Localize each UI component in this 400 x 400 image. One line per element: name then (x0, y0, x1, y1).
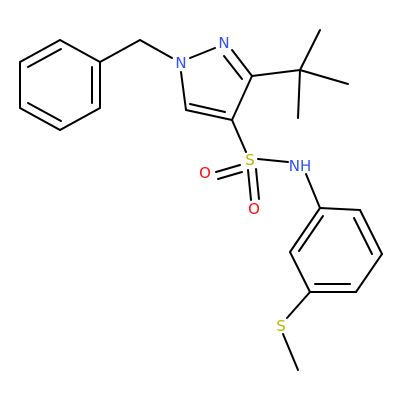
bond-c4-c5 (185, 109, 233, 121)
bond-aryl-ring-5 (289, 251, 311, 293)
bond-c4-c5-inner (189, 103, 226, 113)
bond-tbu-me-bottom (297, 69, 301, 119)
bond-c3-c4 (231, 75, 253, 121)
atom-oxygen-bottom-label: O (248, 200, 260, 218)
bond-benzyl-ring-1 (59, 39, 101, 63)
bond-s-o-bottom-b (255, 168, 260, 200)
bond-aryl-ring-1 (319, 207, 361, 211)
atom-thioether-s-label: S (276, 317, 286, 335)
bond-aryl-ring-6 (289, 207, 321, 253)
atom-label-layer: N N S O O NH S (175, 34, 311, 335)
bond-s-o-left-b (217, 171, 243, 180)
bond-benzyl-ring-2-inner (27, 48, 62, 68)
bond-n1-n2 (189, 47, 216, 59)
bond-ch2-n1 (139, 39, 173, 59)
bond-n2-c3-inner (223, 55, 243, 80)
atom-sulfonyl-s-label: S (245, 151, 255, 169)
bond-aryl-ring-3 (355, 253, 383, 293)
atom-n2-label: N (218, 34, 229, 52)
bond-benzyl-ring-5 (59, 107, 101, 131)
bond-benzyl-ring-4-inner (27, 102, 62, 122)
bond-s-methyl (282, 333, 299, 371)
bond-s-nh (257, 158, 289, 163)
bond-benzyl-ring-2 (19, 39, 61, 63)
atom-n1-label: N (175, 54, 186, 72)
bond-ring-ch2 (99, 39, 141, 63)
bond-aryl-ring-2 (359, 209, 383, 255)
bond-tbu-me-top (299, 29, 321, 71)
bond-nh-aryl (305, 173, 321, 209)
bond-c4-s (231, 119, 247, 153)
bond-aryl-ring-2-inner (353, 217, 373, 255)
atom-nh-label: NH (289, 157, 312, 175)
bond-s-o-left-a (215, 164, 241, 173)
bond-c3-tbu (251, 69, 301, 77)
bond-aryl-s (286, 291, 311, 319)
bond-layer (19, 29, 383, 371)
bond-tbu-me-right (299, 69, 349, 85)
bond-benzyl-ring-4 (19, 107, 61, 131)
atom-oxygen-left-label: O (199, 164, 211, 182)
bond-c5-n1 (180, 71, 187, 111)
bond-aryl-ring-6-inner (298, 215, 324, 252)
bond-s-o-bottom-a (247, 169, 252, 201)
bond-n2-c3 (231, 49, 253, 77)
